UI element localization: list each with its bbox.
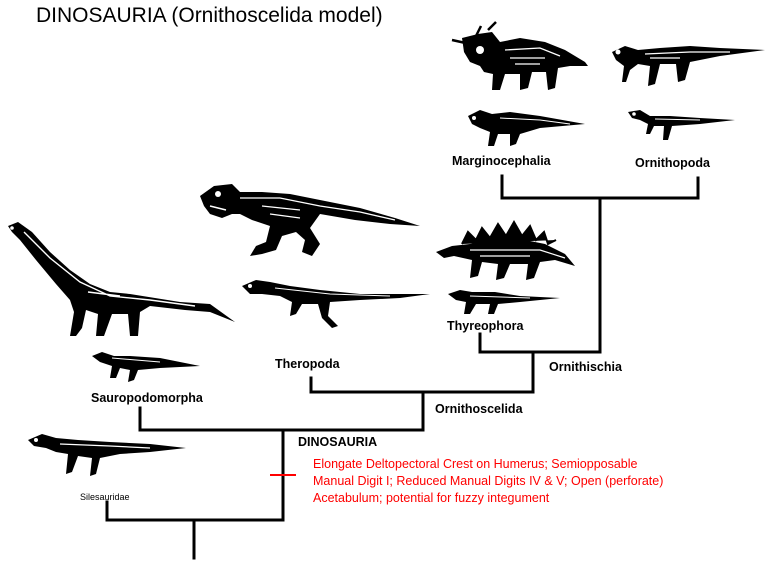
label-theropoda: Theropoda: [275, 357, 341, 371]
synapomorphy-line-2: Manual Digit I; Reduced Manual Digits IV…: [313, 474, 663, 488]
ornithopod-skeleton-icon: [628, 110, 735, 140]
diagram-title: DINOSAURIA (Ornithoscelida model): [36, 4, 383, 27]
theropod-skeleton-icon: [242, 280, 430, 328]
tree-lines: [105, 174, 700, 560]
synapomorphy-line-1: Elongate Deltopectoral Crest on Humerus;…: [313, 457, 638, 471]
label-sauropodomorpha: Sauropodomorpha: [91, 391, 204, 405]
label-ornithischia: Ornithischia: [549, 360, 623, 374]
triceratops-skeleton-icon: [451, 21, 588, 90]
silesaurid-skeleton-icon: [28, 434, 186, 476]
synapomorphy-line-3: Acetabulum; potential for fuzzy integume…: [313, 491, 550, 505]
label-ornithoscelida: Ornithoscelida: [435, 402, 524, 416]
psittacosaurus-skeleton-icon: [468, 110, 585, 146]
label-marginocephalia: Marginocephalia: [452, 154, 552, 168]
hadrosaur-skeleton-icon: [612, 46, 765, 86]
thyreophoran-skeleton-icon: [448, 290, 560, 314]
tyrannosaurus-skeleton-icon: [200, 184, 420, 256]
label-ornithopoda: Ornithopoda: [635, 156, 711, 170]
sauropod-skeleton-icon: [8, 222, 235, 336]
label-thyreophora: Thyreophora: [447, 319, 524, 333]
sauropodomorph-skeleton-icon: [92, 352, 200, 382]
label-dinosauria: DINOSAURIA: [298, 435, 377, 449]
label-silesauridae: Silesauridae: [80, 492, 130, 502]
stegosaurus-skeleton-icon: [436, 219, 575, 280]
